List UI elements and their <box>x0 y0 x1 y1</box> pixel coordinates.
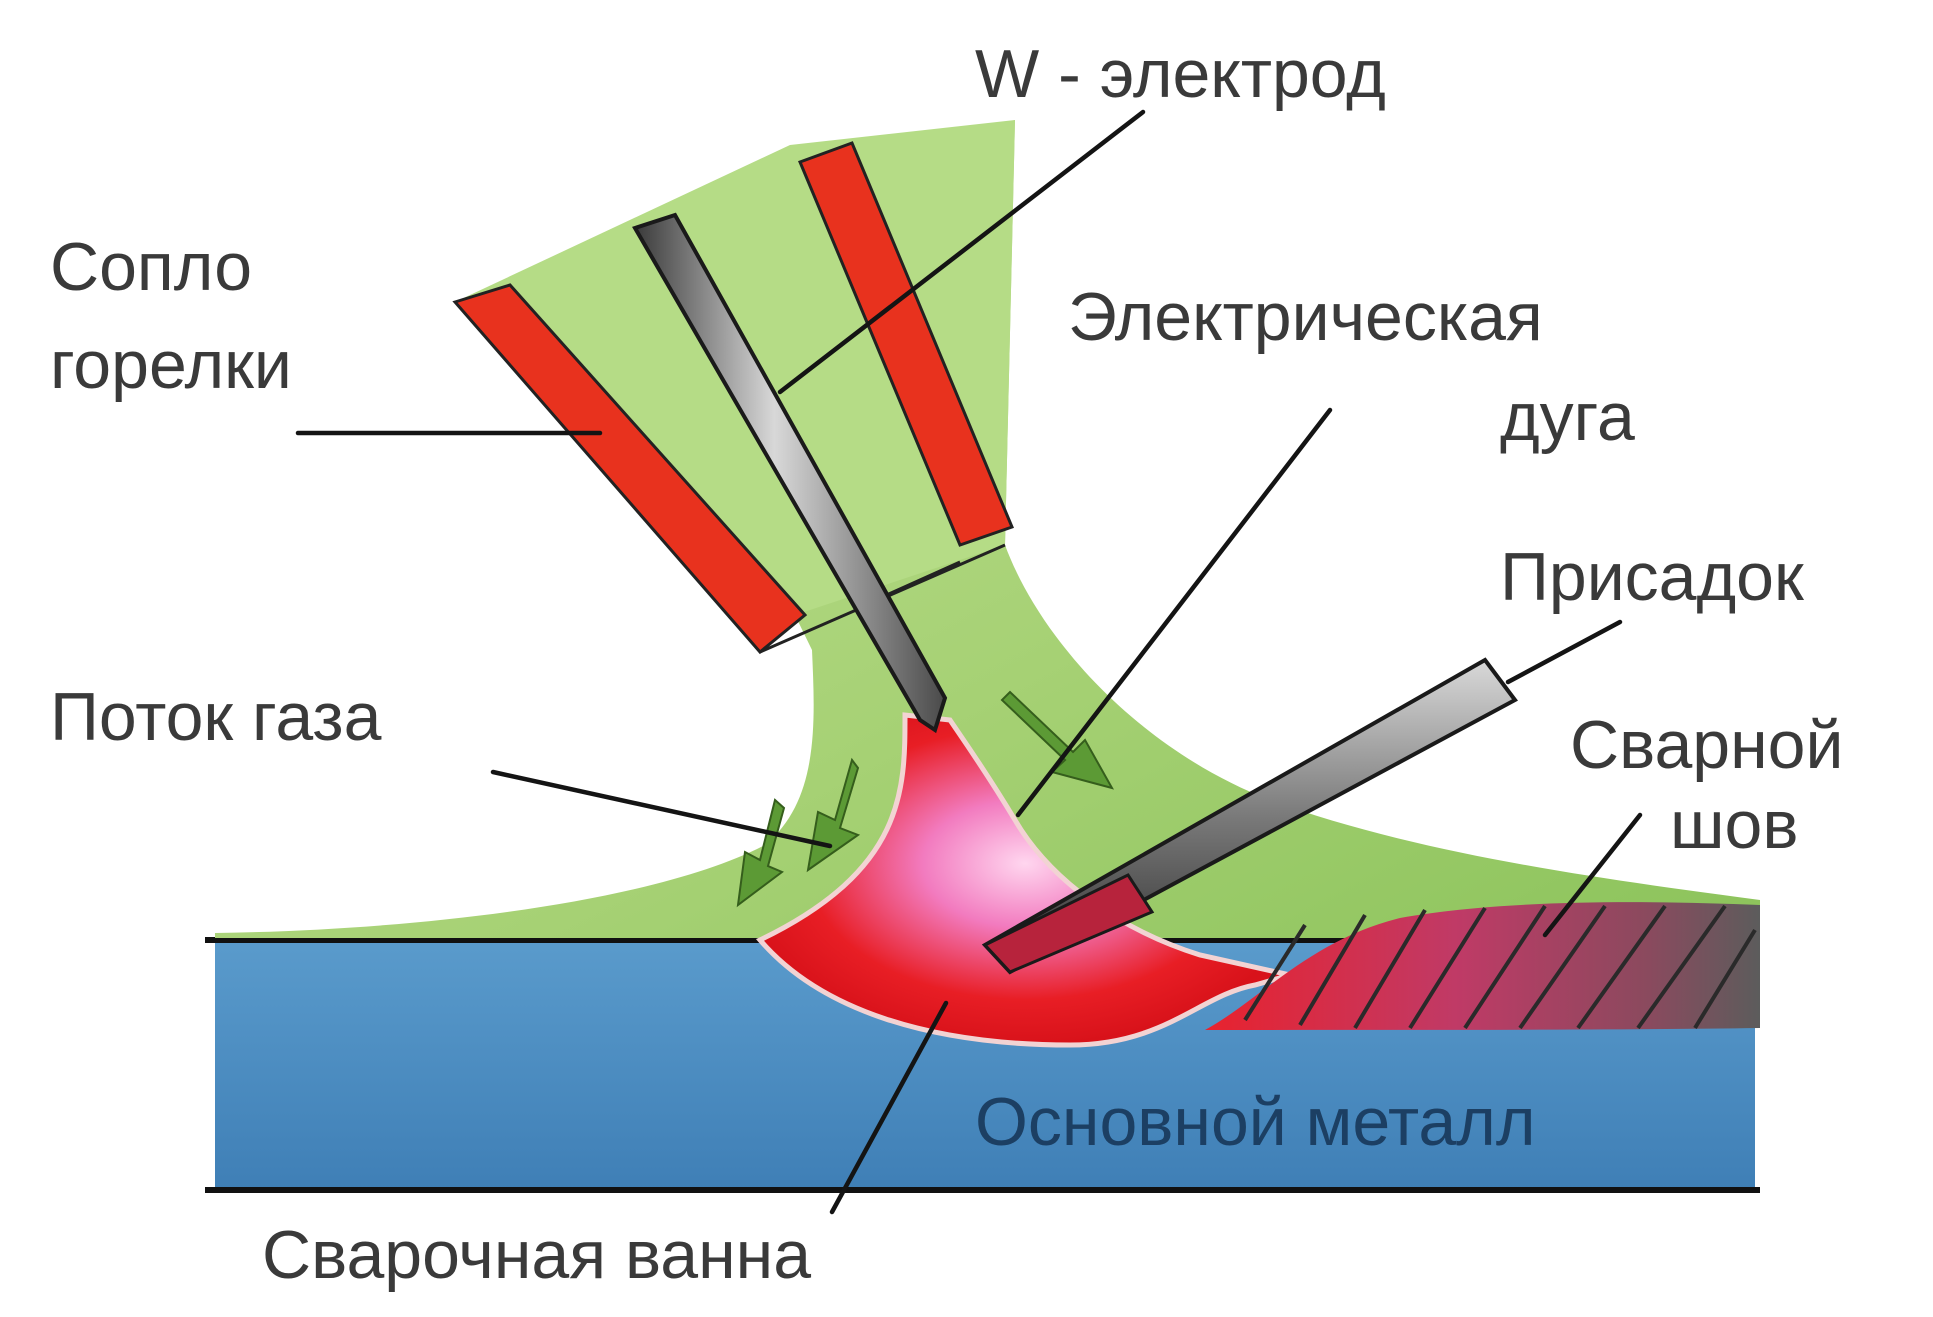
label-nozzle-line1: Сопло <box>50 229 252 305</box>
label-base-metal: Основной металл <box>975 1084 1536 1160</box>
label-weld-pool: Сварочная ванна <box>262 1217 811 1293</box>
label-gas-flow: Поток газа <box>50 679 382 755</box>
leader-lines <box>295 109 1643 1215</box>
nozzle-walls <box>452 141 1014 655</box>
label-seam-line2: шов <box>1670 787 1799 863</box>
filler-rod <box>981 657 1518 975</box>
label-arc-line1: Электрическая <box>1068 279 1543 355</box>
label-seam-line1: Сварной <box>1570 707 1843 783</box>
label-electrode: W - электрод <box>975 36 1386 112</box>
tungsten-electrode <box>632 212 948 734</box>
weld-pool <box>755 712 1291 1048</box>
label-filler: Присадок <box>1500 539 1805 615</box>
label-arc-line2: дуга <box>1500 379 1635 455</box>
label-nozzle-line2: горелки <box>50 327 292 403</box>
weld-seam <box>1205 902 1760 1030</box>
